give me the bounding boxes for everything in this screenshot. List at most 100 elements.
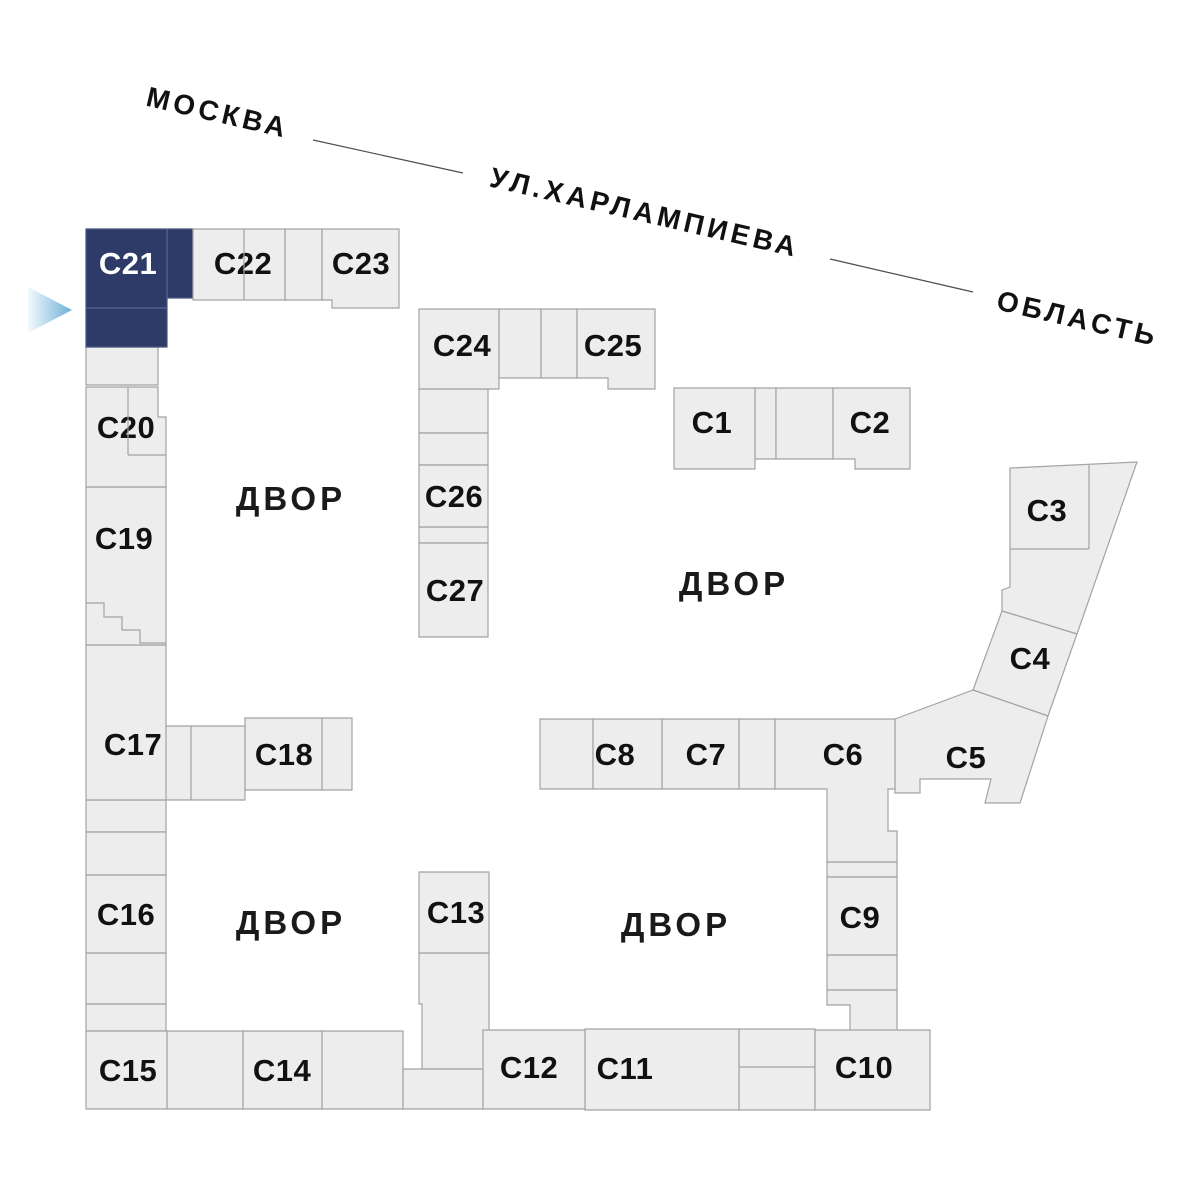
building-c10[interactable]: С10 bbox=[814, 1029, 931, 1111]
building-section bbox=[418, 432, 489, 466]
building-c26[interactable]: С26 bbox=[418, 464, 489, 528]
building-section bbox=[826, 861, 898, 878]
building-sections bbox=[85, 228, 898, 1111]
courtyard-label-bottom-right: ДВОР bbox=[621, 906, 731, 943]
building-c20[interactable]: С20 bbox=[85, 386, 167, 488]
building-section bbox=[738, 1028, 816, 1111]
building-c19[interactable]: С19 bbox=[85, 486, 167, 646]
building-c21[interactable]: С21 bbox=[85, 228, 194, 348]
building-c14-label: С14 bbox=[253, 1053, 312, 1088]
building-c22-shape[interactable] bbox=[192, 228, 286, 301]
building-c24-label: С24 bbox=[433, 328, 492, 363]
building-section bbox=[418, 526, 489, 544]
building-c6[interactable]: С6 bbox=[774, 718, 898, 863]
building-c19-label: С19 bbox=[95, 521, 153, 556]
building-c3[interactable]: С3 bbox=[1001, 461, 1138, 635]
building-c2-label: С2 bbox=[850, 405, 891, 440]
building-c11[interactable]: С11 bbox=[584, 1028, 740, 1111]
building-c18-label: С18 bbox=[255, 737, 313, 772]
selected-building-arrow-icon bbox=[28, 287, 72, 333]
building-section bbox=[85, 952, 167, 1005]
building-c16-shape[interactable] bbox=[85, 874, 167, 954]
building-c21-label: С21 bbox=[99, 246, 157, 281]
building-section bbox=[85, 346, 159, 386]
building-c8[interactable]: С8 bbox=[592, 718, 663, 790]
building-c7-label: С7 bbox=[686, 737, 727, 772]
building-c22[interactable]: С22 bbox=[192, 228, 286, 301]
building-c27-shape[interactable] bbox=[418, 542, 489, 638]
courtyard-label-right: ДВОР bbox=[679, 565, 789, 602]
building-c24-shape[interactable] bbox=[418, 308, 500, 390]
building-c12[interactable]: С12 bbox=[482, 1029, 586, 1110]
building-c6-label: С6 bbox=[823, 737, 864, 772]
building-c5[interactable]: С5 bbox=[894, 689, 1049, 804]
building-c25-label: С25 bbox=[584, 328, 642, 363]
building-c9-shape[interactable] bbox=[826, 876, 898, 956]
section-dividers bbox=[86, 229, 1090, 1068]
building-section bbox=[85, 799, 167, 833]
courtyard-labels: ДВОР ДВОР ДВОР ДВОР bbox=[236, 480, 789, 943]
building-section bbox=[775, 387, 834, 460]
building-c23-label: С23 bbox=[332, 246, 390, 281]
building-c8-shape[interactable] bbox=[592, 718, 663, 790]
building-section bbox=[402, 1068, 484, 1110]
building-c25-shape[interactable] bbox=[576, 308, 656, 390]
building-c23-shape[interactable] bbox=[321, 228, 400, 309]
building-c26-label: С26 bbox=[425, 479, 483, 514]
buildings: С1 С2 С3 С4 С5 С6 С7 С8 bbox=[85, 228, 1138, 1111]
building-c23[interactable]: С23 bbox=[321, 228, 400, 309]
street-line-right bbox=[829, 258, 974, 293]
building-c13[interactable]: С13 bbox=[418, 871, 490, 954]
building-c2-shape[interactable] bbox=[832, 387, 911, 470]
building-c15[interactable]: С15 bbox=[85, 1030, 168, 1110]
building-c9-label: С9 bbox=[840, 900, 881, 935]
building-c27-label: С27 bbox=[426, 573, 484, 608]
building-c27[interactable]: С27 bbox=[418, 542, 489, 638]
street-name-label: УЛ.ХАРЛАМПИЕВА bbox=[487, 162, 803, 263]
building-c10-shape[interactable] bbox=[814, 1029, 931, 1111]
building-c3-shape[interactable] bbox=[1001, 461, 1138, 635]
building-c18-shape[interactable] bbox=[244, 717, 353, 791]
building-c8-label: С8 bbox=[595, 737, 636, 772]
building-c4[interactable]: С4 bbox=[972, 610, 1078, 717]
building-c16-label: С16 bbox=[97, 897, 155, 932]
building-section bbox=[826, 989, 898, 1033]
building-c12-shape[interactable] bbox=[482, 1029, 586, 1110]
building-section bbox=[166, 1030, 244, 1110]
building-c6-shape[interactable] bbox=[774, 718, 898, 863]
building-c16[interactable]: С16 bbox=[85, 874, 167, 954]
building-section bbox=[321, 1030, 404, 1110]
building-section bbox=[85, 831, 167, 876]
street-city-label: МОСКВА bbox=[144, 81, 293, 144]
building-c18[interactable]: С18 bbox=[244, 717, 353, 791]
building-c4-label: С4 bbox=[1010, 641, 1051, 676]
building-c14-shape[interactable] bbox=[242, 1030, 323, 1110]
building-c15-label: С15 bbox=[99, 1053, 157, 1088]
building-c14[interactable]: С14 bbox=[242, 1030, 323, 1110]
building-c24[interactable]: С24 bbox=[418, 308, 500, 390]
building-c20-shape[interactable] bbox=[85, 386, 167, 488]
building-c1-shape[interactable] bbox=[673, 387, 756, 470]
courtyard-label-bottom-left: ДВОР bbox=[236, 904, 346, 941]
building-c5-shape[interactable] bbox=[894, 689, 1049, 804]
building-c7[interactable]: С7 bbox=[661, 718, 740, 790]
building-c20-label: С20 bbox=[97, 410, 155, 445]
street-line-left bbox=[312, 139, 464, 174]
building-c19-shape[interactable] bbox=[85, 486, 167, 646]
building-c11-label: С11 bbox=[597, 1051, 654, 1086]
building-c13-label: С13 bbox=[427, 895, 485, 930]
building-c2[interactable]: С2 bbox=[832, 387, 911, 470]
building-c9[interactable]: С9 bbox=[826, 876, 898, 956]
building-c26-shape[interactable] bbox=[418, 464, 489, 528]
building-c25[interactable]: С25 bbox=[576, 308, 656, 390]
street-region-label: ОБЛАСТЬ bbox=[994, 285, 1162, 352]
courtyard-label-top-left: ДВОР bbox=[236, 480, 346, 517]
building-c17-label: С17 bbox=[104, 727, 162, 762]
building-c1[interactable]: С1 bbox=[673, 387, 756, 470]
building-section bbox=[540, 308, 578, 379]
building-section bbox=[284, 228, 323, 301]
building-c13-shape[interactable] bbox=[418, 871, 490, 954]
building-c15-shape[interactable] bbox=[85, 1030, 168, 1110]
building-section bbox=[498, 308, 542, 379]
